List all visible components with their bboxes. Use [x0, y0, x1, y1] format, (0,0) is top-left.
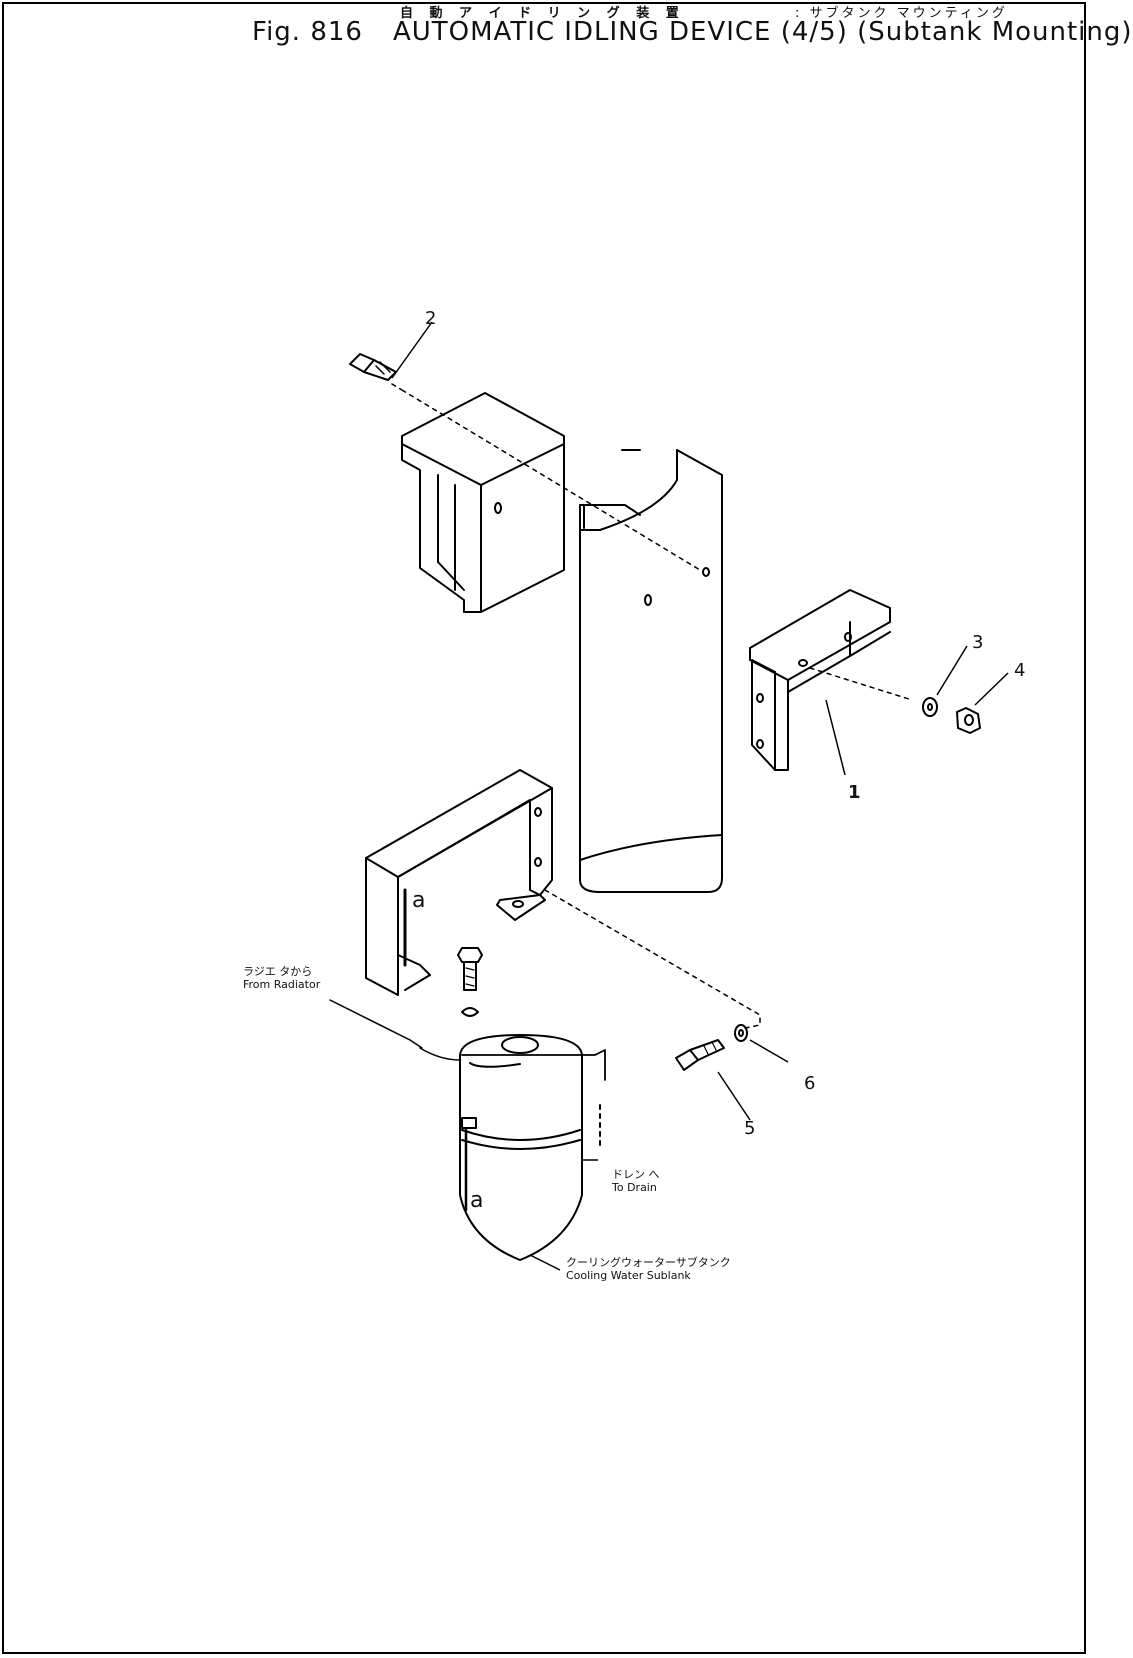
drawing-frame [2, 2, 1086, 1654]
to-drain-en: To Drain [612, 1181, 657, 1194]
figure-title: Fig. 816 AUTOMATIC IDLING DEVICE (4/5) (S… [252, 17, 1133, 47]
subtank-en: Cooling Water Sublank [566, 1269, 691, 1282]
figure-title-text: AUTOMATIC IDLING DEVICE (4/5) (Subtank M… [392, 17, 1133, 47]
subtank [409, 1034, 606, 1261]
callout-2: 2 [425, 308, 437, 329]
callout-5: 5 [744, 1118, 756, 1139]
washer-6 [734, 1024, 748, 1042]
japanese-title: 自 動 ア イ ド リ ン グ 装 置 [400, 6, 685, 21]
upper-bracket [401, 392, 565, 613]
callout-1: 1 [848, 782, 861, 803]
callout-6: 6 [804, 1073, 816, 1094]
subtank-note: クーリングウォーターサブタンク Cooling Water Sublank [566, 1256, 731, 1282]
mounting-channel [579, 449, 723, 893]
from-radiator-note: ラジエ タから From Radiator [243, 965, 320, 991]
callout-3: 3 [972, 632, 984, 653]
japanese-subtitle: : サブタンク マウンティング [795, 6, 1008, 21]
callout-4: 4 [1014, 660, 1026, 681]
from-radiator-en: From Radiator [243, 978, 321, 991]
to-drain-jp: ドレン へ [612, 1168, 660, 1181]
figure-number: Fig. 816 [252, 17, 363, 47]
mark-a-upper: a [412, 888, 426, 913]
from-radiator-jp: ラジエ タから [243, 965, 313, 978]
subtank-jp: クーリングウォーターサブタンク [566, 1256, 731, 1269]
parts-diagram [329, 321, 1009, 1271]
washer-3 [922, 697, 938, 717]
bolt-2 [349, 353, 397, 381]
mark-a-lower: a [470, 1188, 484, 1213]
nut-4 [956, 707, 981, 734]
lower-bracket [365, 769, 553, 996]
right-bracket [749, 589, 891, 771]
to-drain-note: ドレン へ To Drain [612, 1168, 660, 1194]
bolt-5 [675, 1039, 725, 1071]
